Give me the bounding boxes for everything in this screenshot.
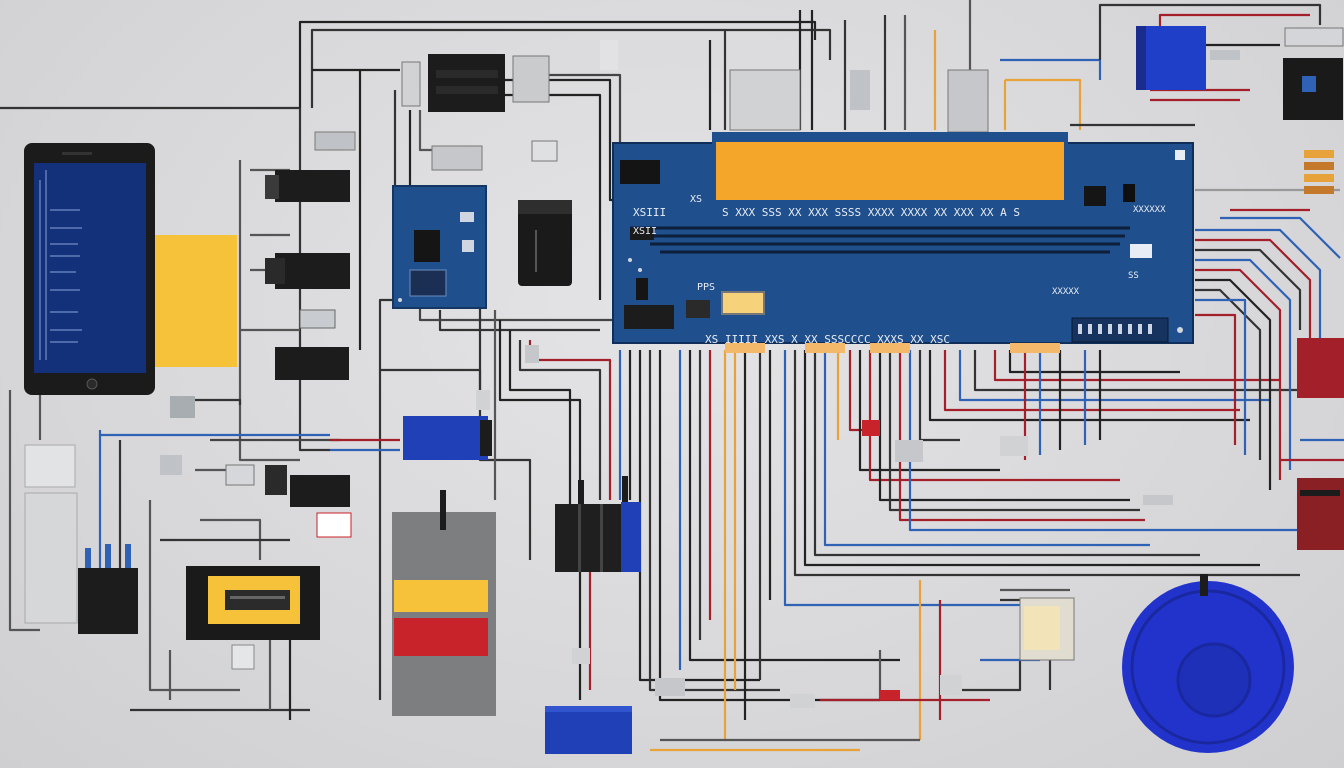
display-panel [716, 142, 1064, 200]
smartphone [24, 143, 155, 395]
controller-module [392, 185, 487, 309]
blue-terminal-box [545, 706, 632, 754]
board-side-label-2: XSII [633, 226, 657, 237]
board-right-label: XXXXX [1052, 287, 1080, 297]
wiring-harness [0, 0, 1344, 752]
capacitor-bank [555, 476, 641, 572]
board-top-labels: S XXX SSS XX XXX SSSS XXXX XXXX XX XXX X… [722, 206, 1020, 219]
top-right-motor [1136, 26, 1240, 90]
board-bottom-labels: XS IIIII XXS X XX SSSCCCC XXXS XX XSC [705, 333, 950, 346]
oled-chip [721, 291, 765, 315]
battery-enclosure [392, 490, 496, 716]
red-terminal-right [1297, 338, 1344, 550]
board-conn-label: XXXXXX [1133, 205, 1166, 215]
battery-pack [155, 235, 237, 367]
connector-clips [231, 345, 1173, 708]
power-supply [24, 444, 138, 634]
home-button-icon [86, 378, 98, 390]
relay-stack [160, 131, 356, 507]
lcd-module [186, 566, 320, 640]
sensor-can [1019, 597, 1075, 661]
board-side-label: XSIII [633, 206, 666, 219]
board-corner-label: XS [690, 194, 702, 205]
inline-fuse [1304, 150, 1334, 194]
board-chip-label: PPS [697, 282, 715, 293]
terminal-blocks [431, 40, 989, 171]
board-small-label: SS [1128, 271, 1139, 281]
round-motor [1122, 574, 1294, 753]
power-module [401, 54, 505, 112]
phone-screen [34, 163, 146, 373]
sensor-housing [518, 200, 572, 286]
blue-relay [403, 390, 492, 460]
main-board: S XXX SSS XX XXX SSSS XXXX XXXX XX XXX X… [612, 132, 1194, 353]
top-right-relay [1283, 27, 1344, 120]
